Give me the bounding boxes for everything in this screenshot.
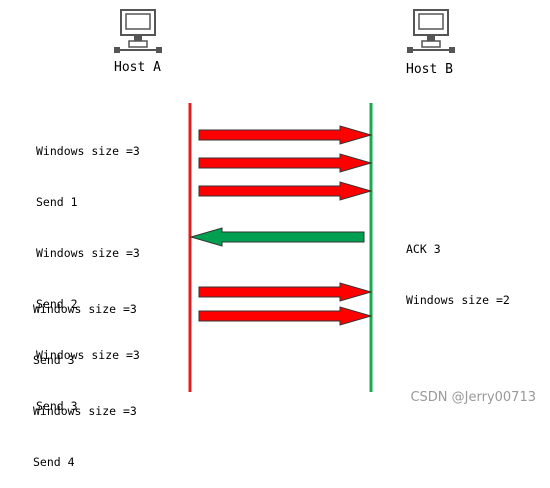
send-3-arrow bbox=[198, 181, 373, 201]
host-a-label: Host A bbox=[114, 60, 161, 75]
watermark: CSDN @Jerry00713 bbox=[410, 390, 536, 405]
host-a-notes-second-window: Windows size =3 Send 3 Windows size =3 S… bbox=[33, 267, 137, 488]
note-line: Windows size =3 bbox=[36, 348, 140, 362]
host-b-label: Host B bbox=[406, 62, 453, 77]
note-line: Windows size =3 bbox=[33, 302, 137, 316]
host-b-ack-notes: ACK 3 Windows size =2 bbox=[406, 207, 510, 326]
note-line: Send 4 bbox=[33, 455, 75, 469]
note-line: ACK 3 bbox=[406, 242, 441, 256]
host-b-computer-icon bbox=[407, 9, 455, 53]
send-1-arrow bbox=[198, 125, 373, 145]
host-a-notes-first-window: Windows size =3 Send 1 Windows size =3 S… bbox=[36, 109, 140, 432]
note-line: Send 3 bbox=[33, 353, 75, 367]
note-line: Windows size =2 bbox=[406, 293, 510, 307]
send-2-arrow bbox=[198, 153, 373, 173]
note-line: Send 1 bbox=[36, 195, 78, 209]
note-line: Send 2 bbox=[36, 297, 78, 311]
send-4-arrow bbox=[198, 306, 373, 326]
host-a-computer-icon bbox=[114, 9, 162, 53]
resend-3-arrow bbox=[198, 282, 373, 302]
note-line: Send 3 bbox=[36, 399, 78, 413]
sequence-diagram bbox=[114, 9, 455, 392]
ack-3-arrow bbox=[189, 227, 365, 247]
note-line: Windows size =3 bbox=[33, 404, 137, 418]
note-line: Windows size =3 bbox=[36, 144, 140, 158]
note-line: Windows size =3 bbox=[36, 246, 140, 260]
